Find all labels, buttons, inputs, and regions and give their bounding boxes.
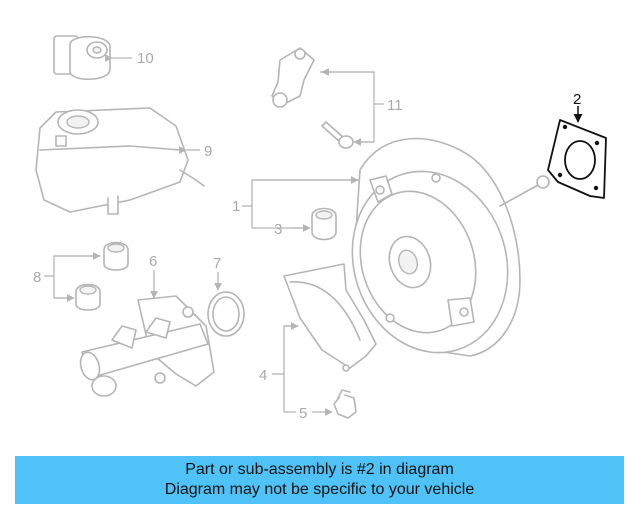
callout-6: 6: [149, 253, 157, 270]
callout-9: 9: [204, 143, 212, 160]
seal-lower-part: [75, 283, 101, 311]
diagram-info-banner: Part or sub-assembly is #2 in diagram Di…: [15, 456, 624, 504]
banner-line-2: Diagram may not be specific to your vehi…: [164, 481, 475, 498]
brake-booster-part: [351, 137, 550, 357]
sensor-part: [271, 47, 315, 108]
bracket-shield-part: [283, 263, 377, 372]
clip-part: [333, 389, 357, 419]
callout-10: 10: [137, 50, 154, 67]
gasket-part-highlighted: [547, 119, 607, 199]
bolt-part: [321, 121, 354, 149]
callout-2: 2: [573, 91, 581, 108]
fluid-reservoir-part: [35, 107, 205, 215]
banner-line-1: Part or sub-assembly is #2 in diagram: [185, 461, 454, 478]
seal-upper-part: [103, 241, 129, 271]
o-ring-part: [207, 291, 245, 337]
callout-8: 8: [33, 269, 41, 286]
callout-1: 1: [232, 198, 240, 215]
parts-diagram: 10 9 11 1: [33, 35, 607, 422]
callout-5: 5: [299, 405, 307, 422]
grommet-part: [311, 207, 337, 241]
reservoir-cap-part: [53, 35, 111, 81]
callout-11: 11: [387, 97, 403, 114]
master-cylinder-part: [79, 295, 215, 397]
callout-3: 3: [274, 221, 282, 238]
callout-4: 4: [259, 367, 267, 384]
callout-7: 7: [213, 255, 221, 272]
